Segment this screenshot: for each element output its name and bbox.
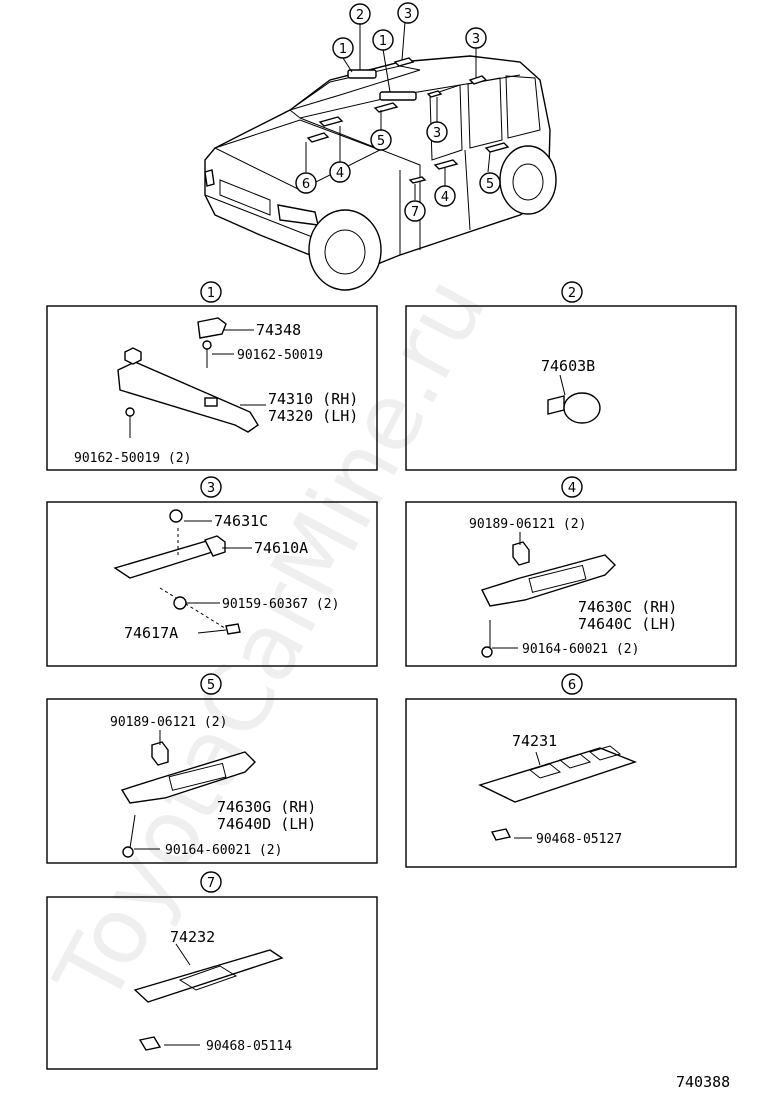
svg-text:2: 2 [356,8,364,23]
panel-2-visor-holder: 2 74603B [405,281,737,471]
svg-text:90189-06121 (2): 90189-06121 (2) [110,715,227,730]
svg-text:74320 (LH): 74320 (LH) [268,407,358,425]
callout-3-mid: 3 [426,121,448,143]
svg-text:1: 1 [379,34,387,49]
diagram-id: 740388 [676,1073,730,1091]
svg-text:90162-50019 (2): 90162-50019 (2) [74,451,191,466]
svg-text:74631C: 74631C [214,512,268,530]
callout-3-top: 3 [397,2,419,24]
svg-text:74610A: 74610A [254,539,308,557]
vehicle-illustration [204,21,557,291]
svg-text:6: 6 [302,177,310,192]
svg-text:90162-50019: 90162-50019 [237,348,323,363]
svg-text:4: 4 [441,190,449,205]
svg-text:74630G (RH): 74630G (RH) [217,798,316,816]
callout-3-right: 3 [465,27,487,49]
svg-text:74231: 74231 [512,732,557,750]
svg-text:74640D (LH): 74640D (LH) [217,815,316,833]
callout-6: 6 [295,172,317,194]
svg-text:90468-05114: 90468-05114 [206,1039,292,1054]
svg-text:90468-05127: 90468-05127 [536,832,622,847]
svg-text:90164-60021 (2): 90164-60021 (2) [522,642,639,657]
svg-text:74310 (RH): 74310 (RH) [268,390,358,408]
svg-text:74630C (RH): 74630C (RH) [578,598,677,616]
callout-5-right: 5 [479,172,501,194]
svg-text:7: 7 [411,205,419,220]
svg-text:3: 3 [472,32,480,47]
panel-5-assist-grip: 5 90189-06121 (2) 74630G (RH) 74640D (LH… [46,673,378,864]
svg-text:2: 2 [568,286,576,301]
svg-text:4: 4 [336,166,344,181]
panel-1-sun-visor: 1 74348 90162-50019 74310 (RH) 74320 (LH… [46,281,378,471]
svg-text:74640C (LH): 74640C (LH) [578,615,677,633]
svg-text:74232: 74232 [170,928,215,946]
svg-text:3: 3 [207,481,215,496]
panel-3-assist-grip-bracket: 3 74631C 74610A 90159-60367 (2) 74617A [46,476,378,667]
svg-text:6: 6 [568,678,576,693]
callout-2-top: 2 [349,3,371,25]
svg-text:90159-60367 (2): 90159-60367 (2) [222,597,339,612]
watermark: ToyotaCarMine.ru [34,260,506,1021]
svg-text:5: 5 [486,177,494,192]
svg-text:74603B: 74603B [541,357,595,375]
callout-4-right: 4 [434,185,456,207]
svg-text:1: 1 [339,42,347,57]
callout-4-left: 4 [329,161,351,183]
panel-6-map-light-cover: 6 74231 90468-05127 [405,673,737,868]
svg-text:5: 5 [207,678,215,693]
vehicle-callouts: 2 3 1 1 3 3 5 4 6 4 7 5 [295,2,501,222]
svg-text:74348: 74348 [256,321,301,339]
callout-1-left: 1 [332,37,354,59]
svg-text:90189-06121 (2): 90189-06121 (2) [469,517,586,532]
svg-text:1: 1 [207,286,215,301]
svg-text:3: 3 [433,126,441,141]
svg-text:74617A: 74617A [124,624,178,642]
panel-7-room-light-cover: 7 74232 90468-05114 [46,871,378,1070]
callout-7: 7 [404,200,426,222]
svg-text:7: 7 [207,876,215,891]
callout-5-mid: 5 [370,129,392,151]
svg-text:90164-60021 (2): 90164-60021 (2) [165,843,282,858]
panel-4-assist-grip: 4 90189-06121 (2) 74630C (RH) 74640C (LH… [405,476,737,667]
svg-text:3: 3 [404,7,412,22]
svg-text:5: 5 [377,134,385,149]
svg-text:4: 4 [568,481,576,496]
callout-1-mid: 1 [372,29,394,51]
